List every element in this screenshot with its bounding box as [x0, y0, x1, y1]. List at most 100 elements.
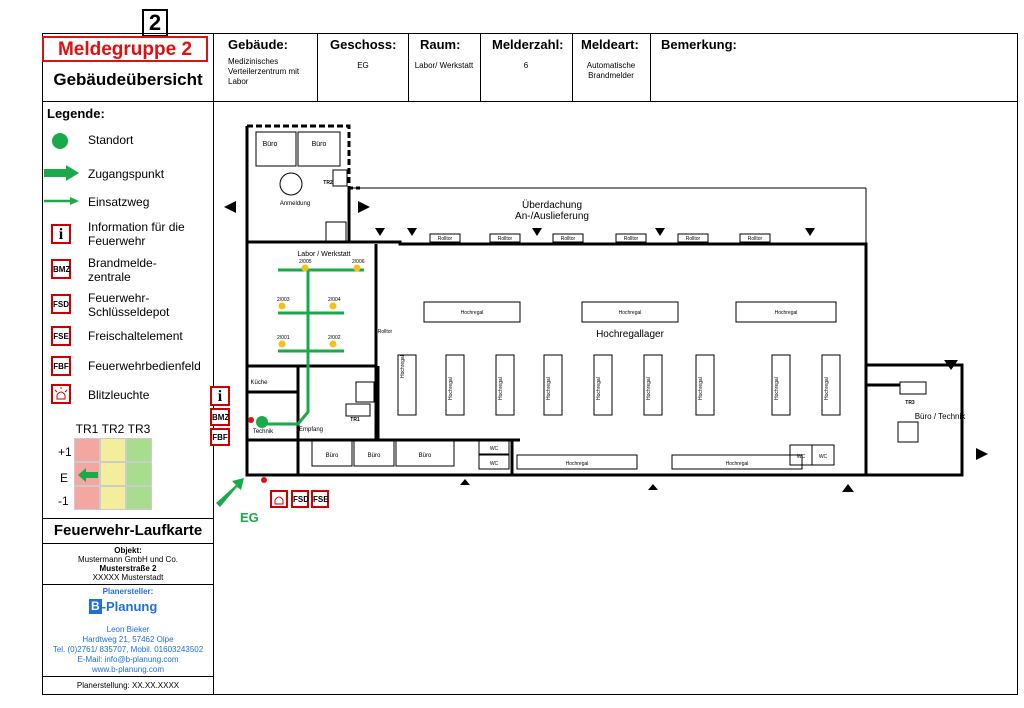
entrance-markers	[224, 201, 988, 492]
gebaeudeuebersicht-title: Gebäudeübersicht	[53, 70, 203, 89]
hochregal-v8: Hochregal	[774, 377, 780, 400]
hochregal-v5: Hochregal	[596, 377, 602, 400]
detector-label: 2/001	[277, 335, 290, 341]
room-buero1: Büro	[263, 141, 278, 148]
room-anmeldung: Anmeldung	[280, 201, 310, 207]
planer-phone: Tel. (0)2761/ 835707, Mobil. 01603243502	[52, 645, 204, 654]
current-location-arrow-icon	[78, 468, 98, 482]
zugangspunkt-icon	[44, 165, 79, 181]
planer-contact: Leon Bieker Hardtweg 21, 57462 Olpe Tel.…	[42, 625, 214, 675]
header-col-divider	[408, 33, 409, 101]
objekt-block: Objekt: Mustermann GmbH und Co. Musterst…	[42, 546, 214, 582]
hochregal-v7: Hochregal	[698, 377, 704, 400]
legend-einsatzweg: Einsatzweg	[88, 195, 150, 209]
fbf-icon: FBF	[51, 356, 71, 376]
walls	[245, 124, 964, 477]
detectors	[278, 264, 361, 348]
stair-row-plus1: +1	[58, 445, 72, 459]
detector-label: 2/004	[328, 297, 341, 303]
melderzahl-value: 6	[523, 61, 529, 70]
hochregal-v3: Hochregal	[498, 377, 504, 400]
hochregal-v4: Hochregal	[546, 377, 552, 400]
legend-info: Information für die Feuerwehr	[88, 220, 185, 248]
stair-col-tr3: TR3	[127, 422, 151, 436]
geschoss-label: Geschoss:	[330, 37, 397, 52]
blitzleuchte-icon	[51, 384, 71, 404]
legend-blitzleuchte: Blitzleuchte	[88, 388, 150, 402]
bmz-icon: BMZ	[51, 259, 71, 279]
header-divider	[42, 101, 1018, 102]
laufkarte-title: Feuerwehr-Laufkarte	[53, 522, 203, 539]
gebaeude-value: Medizinisches Verteilerzentrum mit Labor	[228, 57, 300, 86]
room-kueche: Küche	[250, 380, 268, 386]
floor-label: EG	[240, 510, 259, 525]
legend-zugangspunkt: Zugangspunkt	[88, 167, 165, 181]
einsatzweg-route	[262, 268, 364, 426]
bemerkung-label: Bemerkung:	[661, 37, 737, 52]
header-col-divider	[317, 33, 318, 101]
room-labels: Büro Büro Anmeldung TR2 Überdachung An-/…	[250, 141, 966, 467]
hochregal-v2: Hochregal	[448, 377, 454, 400]
rolltor-2: Rolltor	[498, 236, 513, 242]
info-icon: i	[51, 224, 71, 244]
legend-standort: Standort	[88, 133, 134, 147]
legend-title: Legende:	[47, 106, 105, 121]
melderzahl-label: Melderzahl:	[492, 37, 564, 52]
legend-bmz: Brandmelde- zentrale	[88, 256, 157, 284]
room-tr2: TR2	[323, 180, 333, 186]
rolltor-1: Rolltor	[438, 236, 453, 242]
planer-label: Planersteller:	[102, 587, 154, 596]
detector-2001	[278, 340, 286, 348]
thin-walls	[255, 131, 919, 470]
hochregal-bottom1: Hochregal	[566, 461, 589, 467]
room-buero2: Büro	[312, 141, 327, 148]
legend-fse: Freischaltelement	[88, 329, 183, 343]
room-technik: Technik	[253, 429, 274, 435]
plan-frame	[42, 33, 1018, 695]
standort-marker	[256, 416, 268, 428]
plan-fsd-icon: FSD	[291, 490, 309, 508]
plan-info-icon: i	[210, 386, 230, 406]
red-marker	[248, 417, 254, 423]
rolltor-6: Rolltor	[748, 236, 763, 242]
planerstellung: Planerstellung: XX.XX.XXXX	[76, 681, 180, 690]
raum-value: Labor/ Werkstatt	[414, 61, 474, 70]
detector-2004	[329, 302, 337, 310]
stair-col-tr2: TR2	[101, 422, 125, 436]
hochregal-bottom2: Hochregal	[726, 461, 749, 467]
stair-cell-current	[74, 462, 100, 486]
meldeart-label: Meldeart:	[581, 37, 639, 52]
meldegruppe-title: Meldegruppe 2	[42, 36, 208, 62]
room-labor: Labor / Werkstatt	[297, 251, 350, 258]
detector-2003	[278, 302, 286, 310]
fsd-icon: FSD	[51, 294, 71, 314]
stair-col-tr1: TR1	[75, 422, 99, 436]
stair-cell	[100, 438, 126, 462]
hochregal-h2: Hochregal	[619, 310, 642, 316]
plan-fbf-icon: FBF	[210, 428, 230, 446]
planer-email: E-Mail: info@b-planung.com	[77, 655, 179, 664]
raum-label: Raum:	[420, 37, 461, 52]
laufkarte-divider	[42, 676, 214, 677]
rolltor-side: Rolltor	[378, 329, 393, 335]
detector-labels: 2/005 2/006 2/003 2/004 2/001 2/002	[277, 259, 365, 341]
planer-logo-mark: B	[89, 599, 102, 614]
gebaeude-label: Gebäude:	[228, 37, 288, 52]
planer-logo-text: -Planung	[101, 599, 158, 614]
meldeart-value: Automatische Brandmelder	[586, 61, 636, 80]
room-tr3: TR3	[905, 400, 915, 406]
geschoss-value: EG	[357, 61, 369, 70]
legend-fsd: Feuerwehr- Schlüsseldepot	[88, 291, 170, 319]
objekt-label: Objekt:	[114, 546, 142, 555]
planer-name: Leon Bieker	[106, 625, 150, 634]
room-hochregallager: Hochregallager	[596, 329, 664, 340]
hochregal-v1: Hochregal	[400, 355, 406, 378]
stair-cell	[126, 486, 152, 510]
stair-table-header: TR1 TR2 TR3	[74, 422, 154, 436]
room-wc-1: WC	[490, 446, 499, 452]
stair-cell	[74, 486, 100, 510]
einsatzweg-icon	[44, 197, 79, 205]
stair-table	[74, 438, 152, 510]
left-column-divider	[213, 33, 214, 695]
